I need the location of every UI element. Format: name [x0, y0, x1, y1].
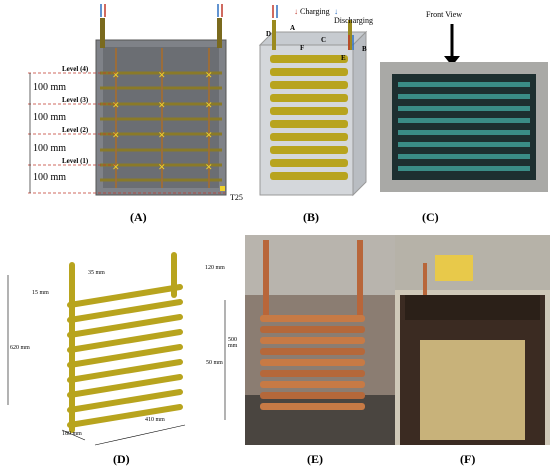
- panel-a-label: (A): [130, 210, 147, 224]
- svg-text:✕: ✕: [158, 162, 166, 172]
- spacing-2: 100 mm: [33, 112, 67, 123]
- photo-tubes: [398, 82, 530, 171]
- spacing-3: 100 mm: [33, 143, 67, 154]
- copper-pipe-left: [263, 240, 269, 320]
- legend-discharging: ↓ Discharging: [334, 7, 373, 25]
- panel-d-label: (D): [113, 452, 130, 466]
- front-view-label: Front View: [426, 10, 463, 19]
- legend-charging: ↓ Charging: [294, 7, 330, 16]
- photo-window: [392, 74, 536, 180]
- svg-text:✕: ✕: [112, 70, 120, 80]
- panel-d-diagram: [7, 252, 226, 446]
- tank-lid: [405, 295, 540, 320]
- sensor-label: T25: [230, 193, 243, 202]
- panel-f-label: (F): [460, 452, 476, 466]
- level-2-label: Level (2): [62, 126, 89, 134]
- svg-text:✕: ✕: [205, 100, 213, 110]
- panel-b-diagram: [258, 5, 368, 197]
- level-3-label: Level (3): [62, 96, 89, 104]
- panel-b: ↓ Charging ↓ Discharging D A F C E B (B): [248, 0, 378, 230]
- thermocouple-rods: [115, 48, 210, 188]
- panel-b-label: (B): [303, 210, 319, 224]
- inlet-pipe-right: [217, 18, 222, 48]
- pipe-right: [348, 20, 352, 50]
- inlet-pipe-left: [100, 18, 105, 48]
- callout-d: D: [266, 30, 272, 38]
- svg-text:✕: ✕: [158, 130, 166, 140]
- panel-c-photo: [380, 24, 548, 192]
- svg-text:✕: ✕: [112, 130, 120, 140]
- callout-f: F: [300, 44, 305, 52]
- panel-d: 35 mm 120 mm 15 mm 620 mm 500 mm 50 mm 1…: [0, 235, 245, 468]
- panel-c: Front View (C): [378, 0, 550, 230]
- svg-text:✕: ✕: [205, 70, 213, 80]
- warning-sign: [435, 255, 473, 281]
- panel-f-photo: [395, 235, 550, 445]
- dim-180: 180 mm: [62, 431, 82, 437]
- photo-floor: [245, 395, 395, 445]
- callout-c: C: [321, 36, 327, 44]
- svg-text:✕: ✕: [158, 70, 166, 80]
- svg-text:✕: ✕: [205, 130, 213, 140]
- svg-text:✕: ✕: [158, 100, 166, 110]
- photo-wall: [245, 235, 395, 295]
- panel-a-diagram: ✕ ✕ ✕ ✕ ✕ ✕ ✕ ✕ ✕ ✕ ✕ ✕: [28, 4, 227, 196]
- spacing-1: 100 mm: [33, 82, 67, 93]
- callout-b: B: [362, 45, 367, 53]
- level-lines: [28, 72, 225, 194]
- coil-bank: [270, 55, 348, 180]
- panel-e: (E): [245, 235, 395, 468]
- panel-a: ✕ ✕ ✕ ✕ ✕ ✕ ✕ ✕ ✕ ✕ ✕ ✕ Level (4) Level (3) Leve…: [0, 0, 250, 230]
- front-view-arrowhead: [444, 56, 460, 66]
- level-4-label: Level (4): [62, 65, 89, 73]
- tank-side: [352, 30, 367, 197]
- panel-e-label: (E): [307, 452, 323, 466]
- coil-drawing: [67, 252, 183, 433]
- dim-15: 15 mm: [32, 290, 49, 296]
- pipe-left: [272, 20, 276, 50]
- level-1-label: Level (1): [62, 157, 89, 165]
- panel-c-label: (C): [422, 210, 439, 224]
- insulation-panel: [420, 340, 525, 440]
- dim-lines: [7, 275, 226, 446]
- dim-500: 500 mm: [228, 337, 238, 349]
- svg-text:✕: ✕: [205, 162, 213, 172]
- dim-410: 410 mm: [145, 417, 165, 423]
- callout-e: E: [341, 54, 346, 62]
- copper-pipe: [423, 263, 427, 303]
- copper-coil: [260, 315, 365, 410]
- svg-text:✕: ✕: [112, 162, 120, 172]
- panel-e-photo: [245, 235, 395, 445]
- panel-f: (F): [395, 235, 550, 468]
- callout-a: A: [290, 24, 296, 32]
- dim-35: 35 mm: [88, 270, 105, 276]
- svg-text:✕: ✕: [112, 100, 120, 110]
- dim-120: 120 mm: [205, 265, 225, 271]
- copper-pipe-right: [357, 240, 363, 320]
- sensor-markers: ✕ ✕ ✕ ✕ ✕ ✕ ✕ ✕ ✕ ✕ ✕ ✕: [112, 70, 225, 191]
- dim-620: 620 mm: [10, 345, 30, 351]
- spacing-4: 100 mm: [33, 172, 67, 183]
- dim-50: 50 mm: [206, 360, 223, 366]
